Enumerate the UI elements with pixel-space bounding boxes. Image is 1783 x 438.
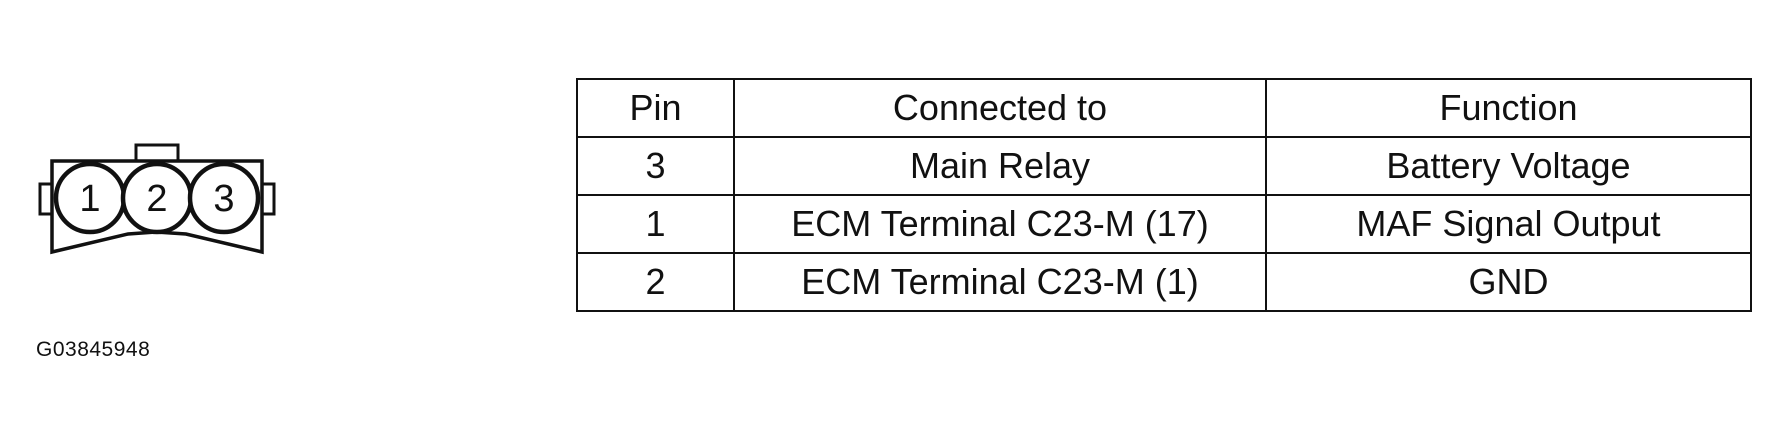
pin-1-label: 1 (79, 178, 100, 220)
table-row: 1 ECM Terminal C23-M (17) MAF Signal Out… (576, 194, 1752, 254)
cell-connected-to: ECM Terminal C23-M (1) (733, 252, 1267, 312)
connector-left-tab (38, 182, 54, 216)
cell-pin: 3 (576, 136, 735, 196)
connector-right-tab (260, 182, 276, 216)
connector-face-drawing: 1 2 3 (38, 143, 276, 255)
pin-3-label: 3 (213, 178, 234, 220)
pin-3-circle (187, 161, 261, 235)
cell-function: MAF Signal Output (1265, 194, 1752, 254)
cell-pin: 2 (576, 252, 735, 312)
cell-pin: 1 (576, 194, 735, 254)
table-row: 2 ECM Terminal C23-M (1) GND (576, 252, 1752, 312)
figure-id: G03845948 (36, 338, 151, 361)
header-pin: Pin (576, 78, 735, 138)
header-connected-to: Connected to (733, 78, 1267, 138)
cell-function: GND (1265, 252, 1752, 312)
pin-2-label: 2 (146, 178, 167, 220)
cell-connected-to: Main Relay (733, 136, 1267, 196)
connector-diagram: 1 2 3 (36, 136, 286, 266)
table-row: 3 Main Relay Battery Voltage (576, 136, 1752, 196)
table-header-row: Pin Connected to Function (576, 78, 1752, 138)
header-function: Function (1265, 78, 1752, 138)
cell-function: Battery Voltage (1265, 136, 1752, 196)
connector-latch (134, 143, 180, 163)
pin-function-table: Pin Connected to Function 3 Main Relay B… (576, 78, 1752, 312)
cell-connected-to: ECM Terminal C23-M (17) (733, 194, 1267, 254)
